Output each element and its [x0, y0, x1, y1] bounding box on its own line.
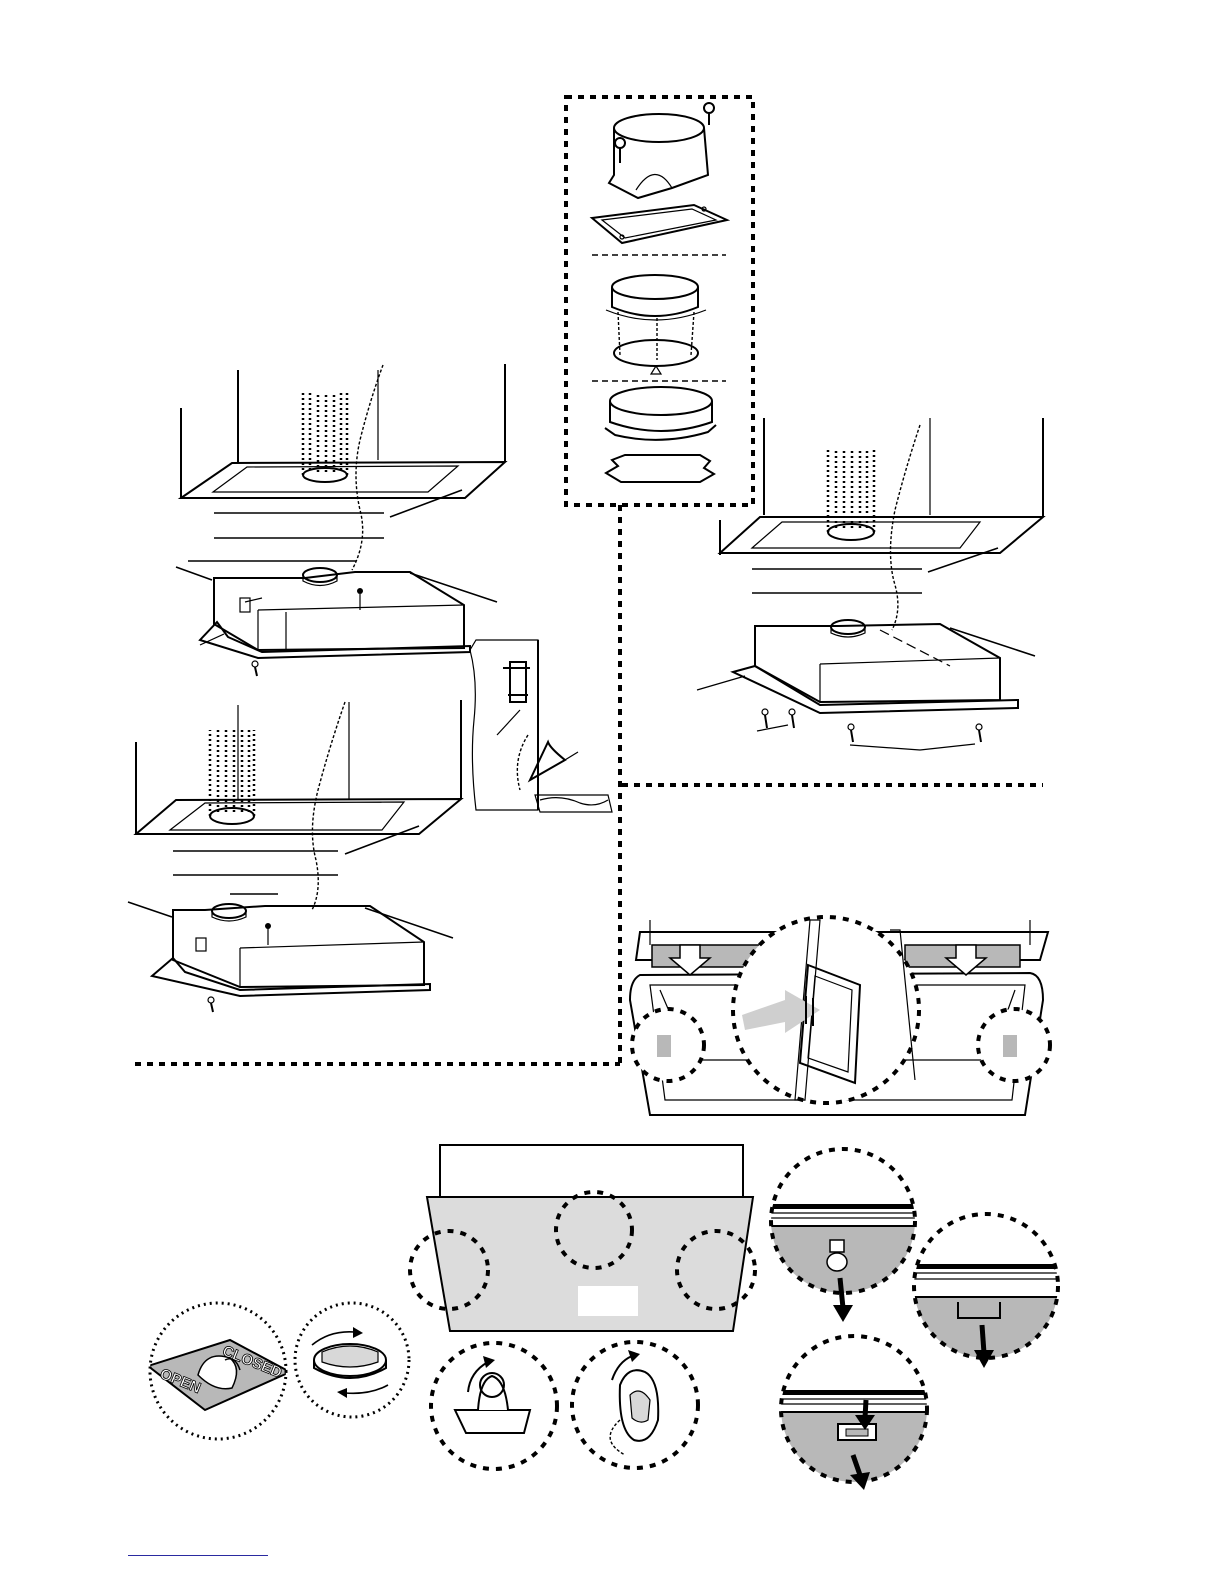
screw-icon	[252, 661, 258, 676]
collar-options-panel	[566, 97, 753, 505]
collar-rotate-detail	[295, 1303, 409, 1417]
screw-icon	[615, 138, 625, 163]
screw-icon	[762, 709, 768, 728]
hood-mount-top-left	[176, 364, 505, 676]
screw-icon	[976, 724, 982, 742]
screw-icon	[789, 709, 795, 728]
knob-turn-detail-right	[572, 1342, 698, 1468]
damper-open-closed-detail: OPEN CLOSED	[148, 1303, 290, 1439]
round-collar-snap-in	[605, 387, 716, 482]
hood-mount-mid-left	[128, 700, 461, 1012]
screw-icon	[848, 724, 854, 742]
round-collar-with-tabs	[606, 275, 706, 374]
filter-frame-install	[630, 917, 1050, 1115]
latch-detail-right	[905, 1214, 1075, 1370]
rectangular-duct-adapter	[592, 103, 727, 243]
grease-filter-panel	[410, 1145, 755, 1331]
latch-detail-top	[760, 1149, 930, 1322]
hood-mount-right	[697, 418, 1043, 750]
latch-detail-bottom	[770, 1336, 940, 1490]
screw-icon	[704, 103, 714, 125]
screw-icon	[208, 997, 214, 1012]
mounting-clip-detail	[470, 640, 612, 812]
footer-rule	[128, 1555, 268, 1557]
knob-turn-detail-left	[431, 1343, 557, 1469]
